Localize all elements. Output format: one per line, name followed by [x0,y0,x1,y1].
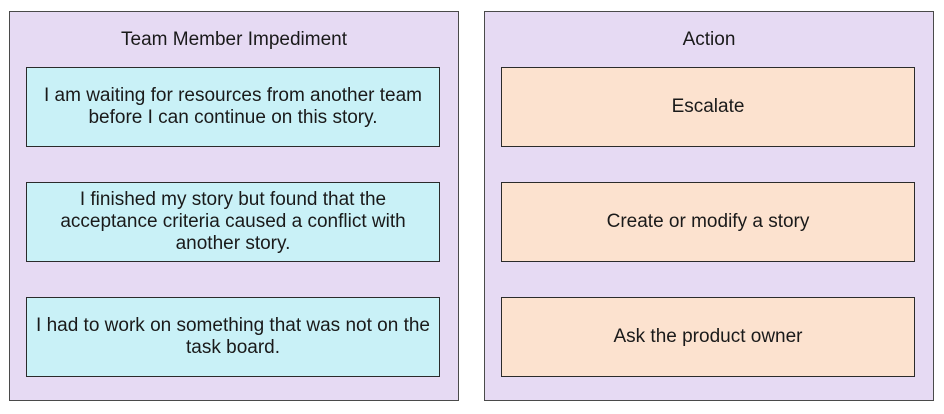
action-panel-title: Action [682,29,736,50]
impediment-panel-title: Team Member Impediment [121,29,347,50]
action-box-create-modify-story[interactable]: Create or modify a story [501,182,915,262]
action-box-escalate[interactable]: Escalate [501,67,915,147]
action-box-ask-product-owner[interactable]: Ask the product owner [501,297,915,377]
impediment-box-unplanned-work[interactable]: I had to work on something that was not … [26,297,440,377]
impediment-box-waiting-resources[interactable]: I am waiting for resources from another … [26,67,440,147]
action-panel: Action Escalate Create or modify a story… [484,11,934,401]
impediment-box-acceptance-conflict[interactable]: I finished my story but found that the a… [26,182,440,262]
impediment-panel: Team Member Impediment I am waiting for … [9,11,459,401]
